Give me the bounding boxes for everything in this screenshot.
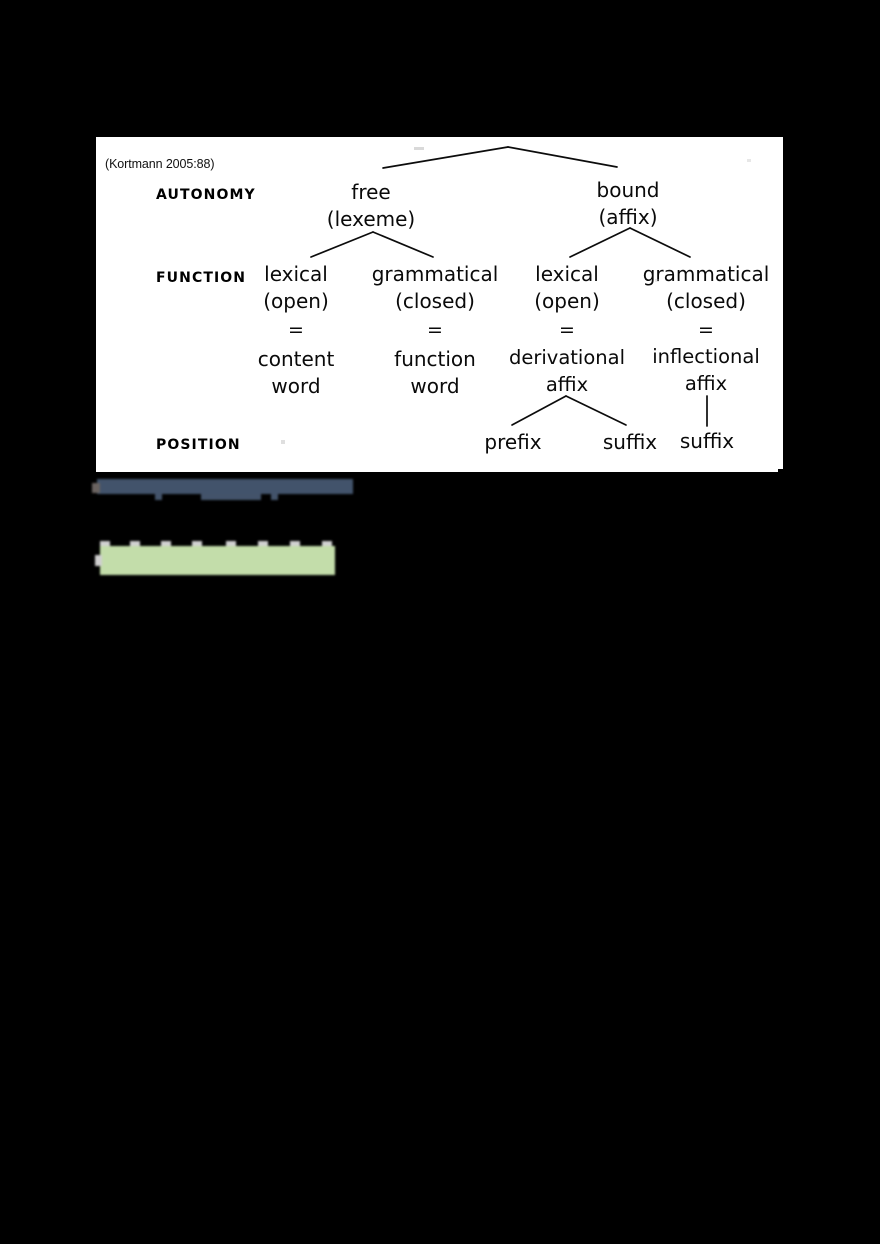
row-label-autonomy: AUTONOMY: [156, 187, 256, 203]
figure-citation: (Kortmann 2005:88): [105, 157, 215, 171]
redacted-ascender: [130, 541, 140, 546]
tree-node-inflectional-affix: inflectional affix: [652, 343, 760, 397]
equals-sign-derivational-affix: =: [559, 319, 575, 341]
tree-node-content-word-line1: content: [257, 347, 335, 371]
tree-node-grammatical-bound-line1: grammatical: [642, 262, 770, 286]
tree-node-content-word: content word: [258, 346, 335, 400]
equals-sign-function-word: =: [427, 319, 443, 341]
tree-node-prefix: prefix: [484, 430, 542, 454]
tree-node-bound: bound (affix): [597, 177, 660, 231]
tree-node-grammatical-bound-line2: (closed): [666, 289, 746, 313]
tree-node-bound-line1: bound: [596, 178, 660, 202]
redacted-ascender: [161, 541, 171, 546]
redacted-ascender: [290, 541, 300, 546]
tree-node-suffix-inflectional: suffix: [679, 429, 735, 453]
equals-sign-inflectional-affix: =: [698, 319, 714, 341]
row-label-position: POSITION: [156, 437, 241, 453]
tree-node-inflectional-affix-line2: affix: [684, 372, 728, 395]
redacted-ascender: [322, 541, 332, 546]
scan-artifact-speck: [281, 440, 285, 444]
tree-node-grammatical-free-line1: grammatical: [371, 262, 499, 286]
row-label-function: FUNCTION: [156, 270, 247, 286]
figure-panel: (Kortmann 2005:88) AUTONOMY FUNCTION POS…: [96, 137, 783, 472]
redacted-ascender: [192, 541, 202, 546]
tree-node-free-line2: (lexeme): [326, 207, 416, 231]
tree-node-derivational-affix-line1: derivational: [508, 346, 626, 369]
tree-node-grammatical-bound: grammatical (closed): [643, 261, 770, 315]
tree-node-grammatical-free: grammatical (closed): [372, 261, 499, 315]
tree-node-function-word-line2: word: [410, 374, 460, 398]
tree-node-lexical-bound-line1: lexical: [535, 262, 599, 286]
redacted-descender: [155, 494, 162, 500]
tree-node-lexical-bound-line2: (open): [534, 289, 600, 313]
tree-node-bound-line2: (affix): [598, 205, 658, 229]
tree-node-function-word-line1: function: [394, 347, 476, 371]
redacted-descender: [271, 494, 278, 500]
redacted-glyph: [95, 555, 102, 566]
scan-edge-corner: [778, 469, 783, 472]
tree-node-free-line1: free: [351, 180, 391, 204]
scan-artifact-speck: [747, 159, 751, 162]
scan-edge-bottom: [96, 469, 778, 472]
redacted-ascender: [100, 541, 110, 546]
redacted-text-line-green: [95, 541, 335, 575]
tree-node-free: free (lexeme): [327, 179, 415, 233]
tree-node-content-word-line2: word: [271, 374, 321, 398]
redacted-descender: [201, 494, 261, 500]
equals-sign-content-word: =: [288, 319, 304, 341]
redacted-ascender: [258, 541, 268, 546]
tree-node-function-word: function word: [394, 346, 476, 400]
redacted-glyph: [92, 483, 100, 493]
tree-node-inflectional-affix-line1: inflectional: [652, 345, 760, 368]
scan-artifact-speck: [414, 147, 424, 150]
scan-artifact-speck: [655, 279, 659, 282]
tree-node-lexical-bound: lexical (open): [534, 261, 600, 315]
tree-node-derivational-affix-line2: affix: [545, 373, 589, 396]
tree-node-lexical-free-line1: lexical: [264, 262, 328, 286]
tree-node-lexical-free: lexical (open): [263, 261, 329, 315]
tree-node-lexical-free-line2: (open): [263, 289, 329, 313]
tree-node-derivational-affix: derivational affix: [509, 344, 625, 398]
tree-node-suffix-derivational: suffix: [602, 430, 658, 454]
redacted-text-line-blue: [92, 479, 353, 500]
redacted-ascender: [226, 541, 236, 546]
tree-node-grammatical-free-line2: (closed): [395, 289, 475, 313]
